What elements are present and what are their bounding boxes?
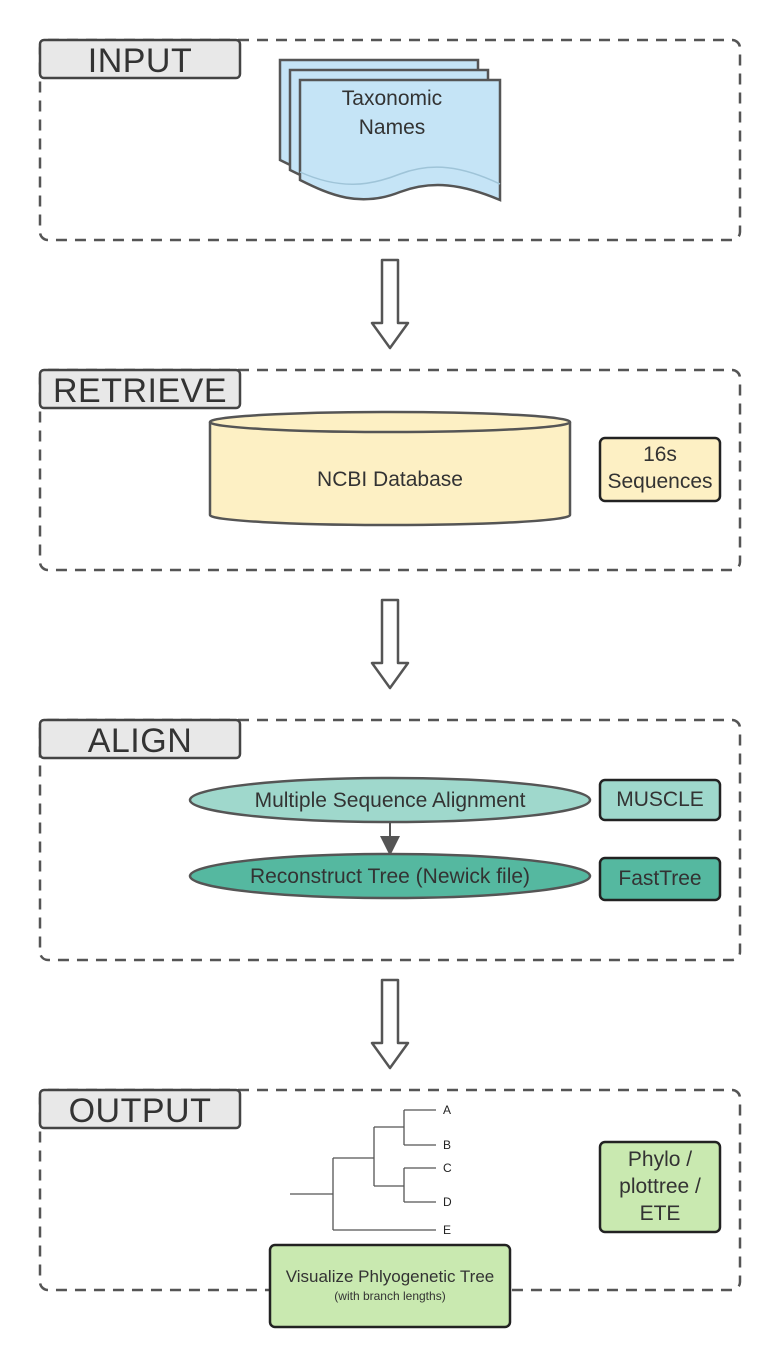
tree-leaf-label: C bbox=[443, 1161, 452, 1175]
phylo-tool-box bbox=[598, 1140, 722, 1234]
down-arrow-icon bbox=[370, 258, 410, 350]
document-text-line2: Names bbox=[359, 116, 426, 139]
msa-step-label: Multiple Sequence Alignment bbox=[255, 789, 526, 812]
phylo-tool-line2: plottree / bbox=[619, 1175, 701, 1198]
database-icon bbox=[208, 410, 572, 527]
retrieve-label: RETRIEVE bbox=[53, 372, 227, 410]
database-cylinder-body bbox=[208, 422, 572, 527]
tree-step-label: Reconstruct Tree (Newick file) bbox=[250, 865, 530, 888]
phylo-tool-line1: Phylo / bbox=[628, 1148, 692, 1171]
input-stage-border bbox=[38, 38, 742, 242]
muscle-tool-label: MUSCLE bbox=[616, 788, 704, 811]
fasttree-tool-label: FastTree bbox=[618, 867, 701, 890]
tree-leaf-label: E bbox=[443, 1223, 451, 1237]
document-stack-icon bbox=[278, 58, 502, 202]
output-stage-border bbox=[38, 1088, 742, 1292]
input-label-box bbox=[38, 38, 242, 80]
database-label: NCBI Database bbox=[317, 468, 463, 491]
align-label-box bbox=[38, 718, 242, 760]
tree-step-ellipse bbox=[188, 852, 592, 900]
muscle-tool-box bbox=[598, 778, 722, 822]
retrieve-stage-border bbox=[38, 368, 742, 572]
input-label: INPUT bbox=[88, 42, 193, 80]
sequences-tool-line2: Sequences bbox=[607, 470, 712, 493]
sequences-tool-line1: 16s bbox=[643, 443, 677, 466]
input-stage: INPUT Taxonomic Names bbox=[38, 38, 742, 242]
output-label-box bbox=[38, 1088, 242, 1130]
down-arrow-icon bbox=[370, 978, 410, 1070]
document-page-front bbox=[298, 78, 502, 202]
tree-leaf-label: A bbox=[443, 1103, 451, 1117]
output-label: OUTPUT bbox=[69, 1092, 212, 1130]
phylogenetic-tree-icon bbox=[290, 1109, 436, 1231]
phylo-tool-line3: ETE bbox=[640, 1202, 681, 1225]
tree-leaf-label: D bbox=[443, 1195, 452, 1209]
visualize-tree-box bbox=[268, 1243, 512, 1329]
output-stage: OUTPUT A B C D E Phylo / plottree / ETE … bbox=[38, 1088, 742, 1329]
align-label: ALIGN bbox=[88, 722, 193, 760]
visualize-tree-title: Visualize Phlyogenetic Tree bbox=[286, 1267, 495, 1286]
document-text-line1: Taxonomic bbox=[342, 87, 442, 110]
retrieve-label-box bbox=[38, 368, 242, 410]
retrieve-stage: RETRIEVE NCBI Database 16s Sequences bbox=[38, 368, 742, 572]
sequences-tool-box bbox=[598, 436, 722, 503]
fasttree-tool-box bbox=[598, 856, 722, 902]
document-wave-line bbox=[299, 166, 501, 185]
tree-leaf-label: B bbox=[443, 1138, 451, 1152]
visualize-tree-subtitle: (with branch lengths) bbox=[334, 1289, 445, 1303]
align-stage-border bbox=[38, 718, 742, 962]
database-cylinder-top bbox=[208, 410, 572, 434]
down-arrow-icon bbox=[370, 598, 410, 690]
align-stage: ALIGN Multiple Sequence Alignment Recons… bbox=[38, 718, 742, 962]
